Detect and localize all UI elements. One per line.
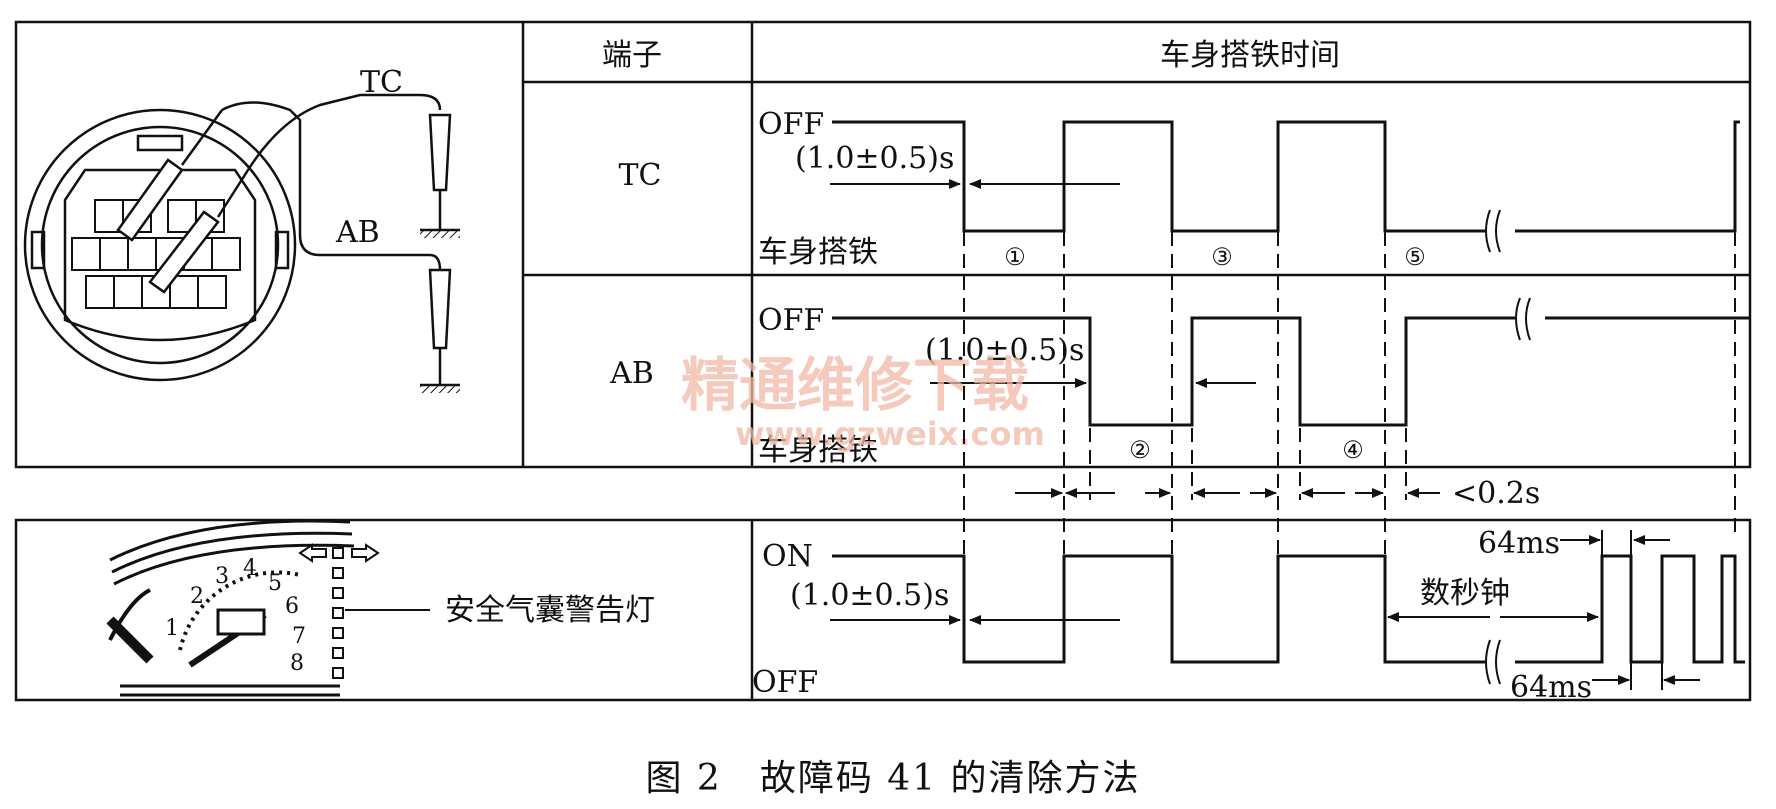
ab-duration-label: (1.0±0.5)s (925, 333, 1084, 368)
cluster-arc-outer-1 (109, 519, 351, 562)
jumper-wire-ab (221, 101, 442, 271)
step-1-marker: ① (1004, 243, 1026, 271)
lamp-on-label: ON (762, 539, 813, 574)
gauge-pointer-outer (108, 588, 151, 641)
gauge-number-2: 2 (190, 584, 204, 609)
cluster-base-lines (120, 684, 340, 697)
turn-left-arrow-icon (298, 543, 327, 563)
tc-terminal-label: TC (619, 158, 662, 193)
tc-probe-tip (428, 113, 452, 192)
connector-pin-grid (71, 199, 241, 309)
step-2-marker: ② (1129, 436, 1151, 464)
gauge-number-8: 8 (290, 651, 304, 676)
tc-signal-line (832, 120, 1485, 233)
connector-outer-ring (23, 108, 297, 382)
bottom-table (14, 518, 1752, 702)
gauge-number-7: 7 (292, 624, 306, 649)
watermark-logo: 精通维修下载 (681, 351, 1029, 419)
bottom-table-border (14, 518, 1752, 702)
gauge-needle-base (106, 616, 154, 664)
lamp-waveform (832, 554, 1745, 685)
top-table (14, 20, 1752, 469)
gauge-numbers: 1 2 3 4 5 6 7 8 (165, 556, 306, 676)
ab-wire-label: AB (335, 215, 380, 250)
jumper-probe-tc (116, 109, 224, 242)
step-5-marker: ⑤ (1404, 243, 1426, 271)
gauge-scale-arc (178, 570, 301, 651)
terminal-header: 端子 (602, 38, 662, 73)
airbag-warning-lamp-label: 安全气囊警告灯 (445, 593, 655, 628)
turn-right-arrow-icon (351, 543, 380, 563)
watermark-url: www.gzweix.com (735, 415, 1045, 453)
cluster-arc-outer-2 (111, 531, 353, 574)
lamp-signal-line (832, 554, 1485, 664)
ab-ground-symbol (420, 385, 460, 393)
top-table-border (14, 20, 1752, 469)
connector-side-tab-right (274, 230, 290, 270)
instrument-cluster-illustration (106, 519, 430, 697)
tc-wire-label: TC (360, 65, 403, 100)
interval-label: <0.2s (1452, 476, 1540, 511)
seconds-label: 数秒钟 (1420, 576, 1510, 611)
tc-ground-symbol (420, 230, 460, 238)
gauge-number-4: 4 (243, 556, 257, 581)
lamp-time-break (1485, 639, 1501, 685)
ab-probe-tip (428, 268, 452, 350)
pulse-width-top-label: 64ms (1478, 526, 1560, 561)
ground-time-header: 车身搭铁时间 (1160, 38, 1340, 73)
timing-guides (963, 122, 1736, 560)
gauge-number-6: 6 (285, 594, 299, 619)
lamp-pulse-train (1515, 554, 1745, 664)
gauge-number-3: 3 (215, 564, 229, 589)
tc-signal-line-end (1515, 120, 1740, 233)
step-3-marker: ③ (1211, 243, 1233, 271)
pulse-width-bottom-label: 64ms (1510, 670, 1592, 705)
connector-side-tab-left (30, 230, 46, 270)
tc-waveform (832, 120, 1740, 253)
gauge-indicator-box (216, 608, 266, 636)
connector-socket (63, 168, 257, 342)
gauge-number-1: 1 (165, 616, 179, 641)
tc-off-label: OFF (758, 107, 824, 142)
connector-latch (136, 134, 184, 152)
ab-terminal-label: AB (609, 356, 654, 391)
diagnostic-connector-illustration (23, 93, 460, 393)
ab-off-label: OFF (758, 303, 824, 338)
connector-inner-ring (40, 125, 280, 365)
jumper-wire-tc (246, 93, 442, 171)
gauge-number-5: 5 (268, 571, 282, 596)
step-4-marker: ④ (1342, 436, 1364, 464)
ab-ground-label: 车身搭铁 (758, 433, 878, 468)
lamp-duration-label: (1.0±0.5)s (790, 578, 949, 613)
lamp-off-label: OFF (752, 665, 818, 700)
tc-duration-label: (1.0±0.5)s (795, 141, 954, 176)
dot-scale (332, 547, 344, 679)
cluster-arc-outer-3 (113, 543, 355, 586)
jumper-probe-ab (148, 169, 250, 294)
tc-time-break (1485, 209, 1501, 253)
figure-caption: 图 2 故障码 41 的清除方法 (645, 758, 1140, 799)
tc-ground-label: 车身搭铁 (758, 235, 878, 270)
ab-time-break (1515, 297, 1531, 341)
